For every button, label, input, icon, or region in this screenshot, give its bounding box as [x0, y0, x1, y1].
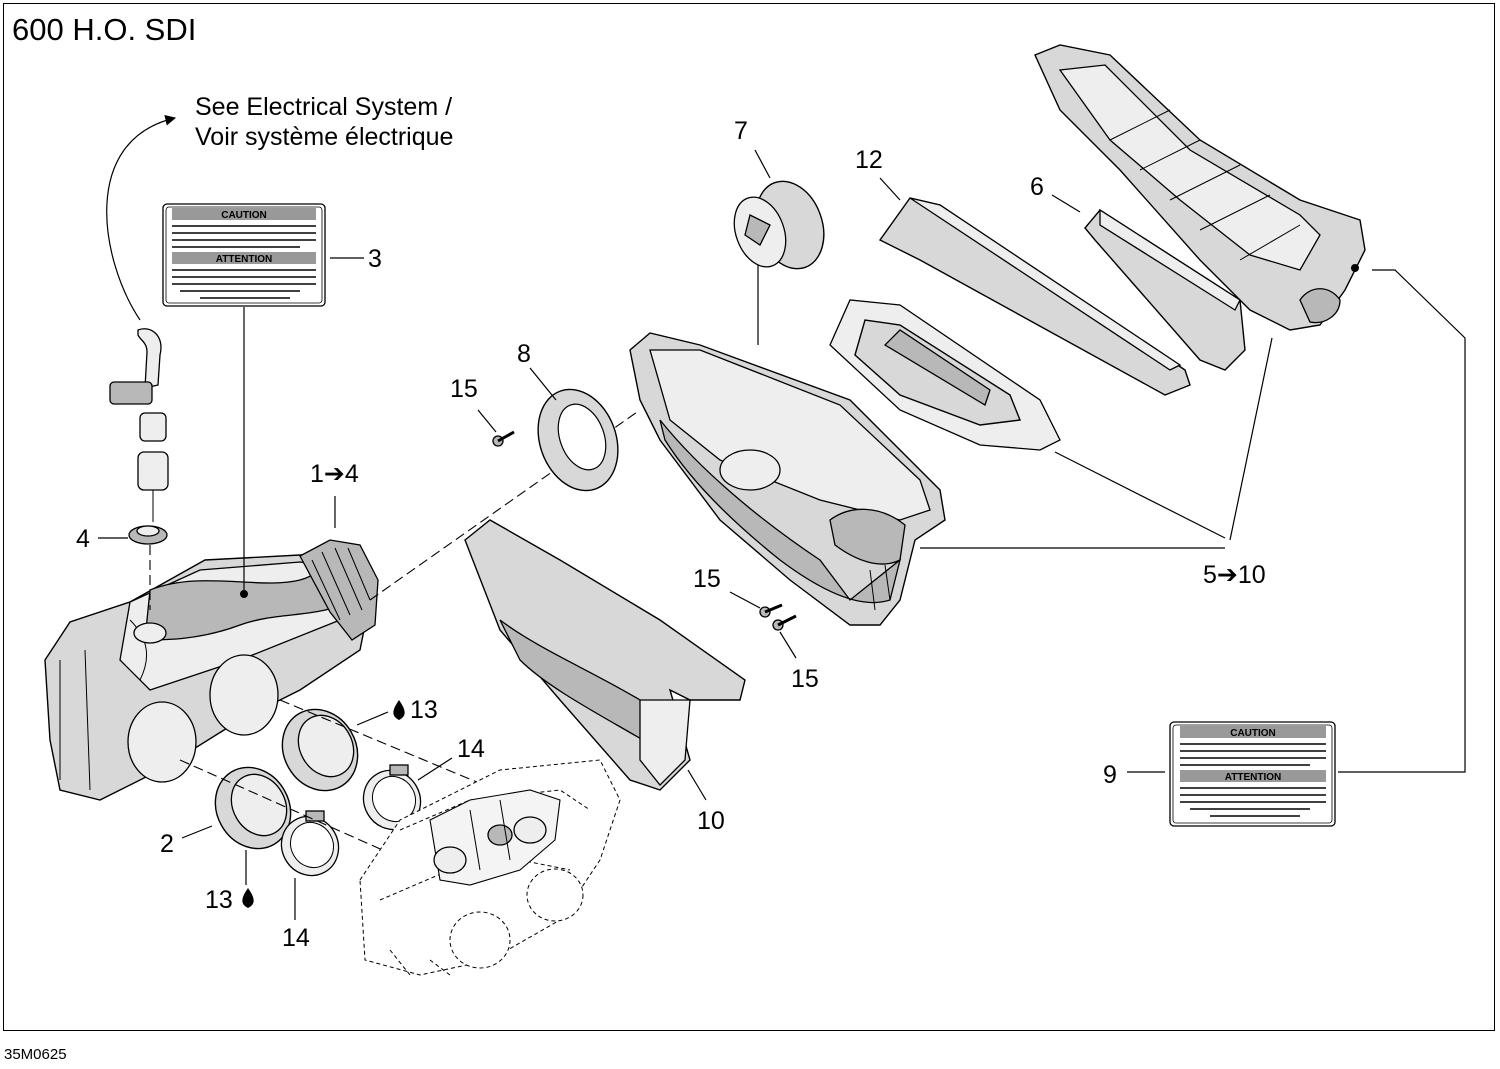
caution-heading-2: CAUTION [1230, 728, 1276, 739]
caution-label-part-3: CAUTION ATTENTION [162, 203, 326, 307]
page-title: 600 H.O. SDI [12, 12, 197, 47]
callout-8: 8 [517, 340, 531, 368]
callout-5-10: 5➔10 [1203, 561, 1266, 589]
leader-5-10-c [1229, 337, 1273, 541]
intake-duct-flare [299, 539, 379, 641]
screw-part-15-top [477, 409, 515, 447]
coupler-part-2 [214, 766, 292, 850]
callout-14-lower: 14 [282, 924, 310, 952]
engine-throttle-bodies [429, 789, 561, 886]
leader-5-10-b [1054, 451, 1226, 539]
leader-2 [181, 825, 213, 839]
leader-7 [754, 149, 771, 179]
callout-15-low: 15 [791, 665, 819, 693]
callout-7: 7 [734, 117, 748, 145]
ring-part-8 [537, 388, 619, 492]
foam-part-6 [1084, 208, 1246, 371]
callout-15-mid: 15 [693, 565, 721, 593]
caution-heading: CAUTION [221, 210, 267, 221]
note-arrow [106, 114, 177, 321]
attention-heading-2: ATTENTION [1225, 772, 1281, 783]
coupler-part-13-upper [281, 708, 359, 792]
callout-3: 3 [368, 245, 382, 273]
leader-12 [879, 177, 901, 201]
leader-8 [529, 367, 557, 401]
air-intake-silencer-base [44, 548, 371, 801]
callout-6: 6 [1030, 173, 1044, 201]
filter-part-12 [878, 197, 1191, 396]
note-line-english: See Electrical System / [195, 93, 453, 121]
callout-9: 9 [1103, 761, 1117, 789]
clamp-part-14-lower [280, 810, 340, 877]
leader-9-line [1338, 269, 1466, 773]
silencer-housing-center [629, 332, 946, 626]
leader-13-upper [356, 711, 389, 726]
drop-icon-upper [393, 700, 405, 720]
callout-14-upper: 14 [457, 735, 485, 763]
screw-part-15-mid [729, 591, 783, 618]
callout-13-upper: 13 [410, 696, 438, 724]
caution-label-part-9: CAUTION ATTENTION [1169, 721, 1336, 827]
note-line-french: Voir système électrique [195, 123, 454, 151]
callout-15-top: 15 [450, 375, 478, 403]
drop-icon-lower [242, 888, 254, 908]
sensor-assembly [109, 328, 169, 522]
tray-liner [829, 299, 1061, 451]
cap-part-7 [733, 180, 825, 270]
silencer-top-cover [1034, 44, 1366, 331]
callout-1-4: 1➔4 [310, 460, 359, 488]
callout-4: 4 [76, 525, 90, 553]
callout-10: 10 [697, 807, 725, 835]
callout-13-lower: 13 [205, 886, 233, 914]
leader-10 [687, 769, 707, 801]
silencer-cover-part-10 [464, 519, 746, 791]
callout-12: 12 [855, 146, 883, 174]
electrical-system-note: See Electrical System / Voir système éle… [195, 92, 453, 152]
leader-14-upper [417, 757, 453, 781]
drawing-code: 35M0625 [4, 1046, 67, 1063]
drawing-frame [3, 3, 1495, 1031]
callout-2: 2 [160, 830, 174, 858]
leader-6 [1051, 194, 1081, 213]
grommet-part-4 [128, 525, 168, 545]
screw-part-15-low [772, 614, 797, 659]
attention-heading: ATTENTION [216, 254, 272, 265]
